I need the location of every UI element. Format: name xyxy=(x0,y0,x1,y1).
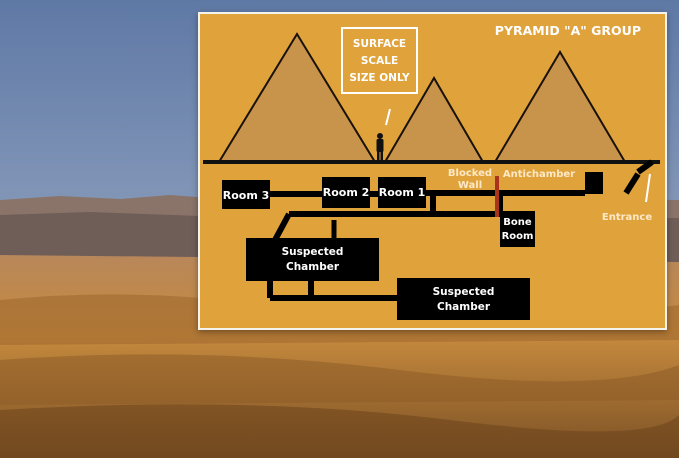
blocked-wall-label-line-2: Wall xyxy=(458,180,482,191)
tunnel-network xyxy=(260,159,654,301)
suspected-chamber-2-label-line-1: Suspected xyxy=(433,286,495,298)
pyramid-small xyxy=(383,76,485,163)
ridge xyxy=(0,354,679,405)
blocked-wall-marker xyxy=(495,176,499,217)
pyramid-cross-section-diagram: SURFACE SCALE SIZE ONLY PYRAMID "A" GROU… xyxy=(203,23,660,320)
pyramid-large xyxy=(217,32,377,163)
suspected-chamber-2-label-line-2: Chamber xyxy=(437,301,491,313)
blocked-wall-label-line-1: Blocked xyxy=(448,168,492,179)
surface-scale-note: SURFACE SCALE SIZE ONLY xyxy=(341,27,418,94)
room-2-label: Room 2 xyxy=(323,186,370,199)
pyramid-medium xyxy=(493,50,627,163)
antichamber-label: Antichamber xyxy=(503,169,575,180)
bone-room-label-line-2: Room xyxy=(502,231,534,242)
chamber-room-3: Room 3 xyxy=(222,180,270,209)
room-1-label: Room 1 xyxy=(379,186,426,199)
chamber-room-1: Room 1 xyxy=(378,177,426,208)
entrance-pointer-line xyxy=(645,173,651,203)
scale-pointer-line xyxy=(385,108,391,126)
entrance-label: Entrance xyxy=(602,212,652,223)
scale-note-line-3: SIZE ONLY xyxy=(349,72,410,84)
suspected-chamber-1: Suspected Chamber xyxy=(246,238,379,281)
suspected-chamber-1-label-line-2: Chamber xyxy=(286,261,340,273)
chamber-bone-room: Bone Room xyxy=(500,211,535,247)
diagram-title: PYRAMID "A" GROUP xyxy=(495,23,641,38)
ridge xyxy=(0,404,679,458)
chamber-room-2: Room 2 xyxy=(322,177,370,208)
suspected-chamber-2: Suspected Chamber xyxy=(397,278,530,320)
human-scale-figure xyxy=(376,133,384,161)
suspected-chamber-1-label-line-1: Suspected xyxy=(282,246,344,258)
chamber-antichamber xyxy=(585,172,603,194)
scale-note-line-2: SCALE xyxy=(361,55,398,67)
scale-note-line-1: SURFACE xyxy=(353,38,406,50)
bone-room-label-line-1: Bone xyxy=(503,217,532,228)
pyramid-diagram-panel: SURFACE SCALE SIZE ONLY PYRAMID "A" GROU… xyxy=(198,12,667,330)
room-3-label: Room 3 xyxy=(223,189,270,202)
